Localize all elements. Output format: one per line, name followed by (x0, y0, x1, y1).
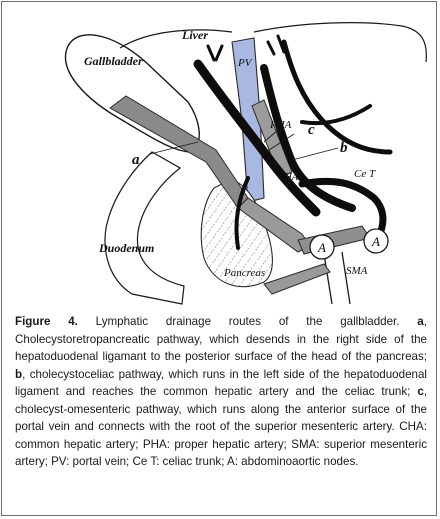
label-node-a-right: A (371, 234, 380, 249)
liver-outline (120, 23, 426, 62)
anatomy-diagram: Liver Gallbladder PV PHA c b a CHA Ce T … (2, 2, 438, 307)
label-node-a-left: A (317, 240, 326, 255)
pointer-b (292, 148, 338, 160)
label-c: c (308, 122, 315, 138)
label-duodenum: Duodenum (98, 241, 154, 255)
label-pv: PV (237, 57, 253, 69)
caption-text-b: , cholecystoceliac pathway, which runs i… (15, 368, 427, 399)
label-pancreas: Pancreas (223, 267, 265, 279)
caption-heading: Figure 4. (15, 315, 78, 328)
label-cet: Ce T (354, 168, 376, 180)
label-b: b (340, 140, 348, 156)
label-pha: PHA (269, 119, 292, 131)
label-sma: SMA (346, 265, 368, 277)
bottom-grey-vessel (264, 264, 330, 294)
label-gallbladder: Gallbladder (84, 54, 143, 68)
duodenum-shape (105, 152, 184, 304)
label-cha: CHA (278, 172, 299, 183)
label-liver: Liver (181, 28, 208, 42)
figure-caption: Figure 4. Lymphatic drainage routes of t… (15, 313, 427, 471)
caption-intro: Lymphatic drainage routes of the gallbla… (78, 315, 417, 328)
sma-vessel (324, 252, 350, 304)
label-a: a (132, 152, 140, 168)
artery-upper-right (284, 42, 390, 152)
